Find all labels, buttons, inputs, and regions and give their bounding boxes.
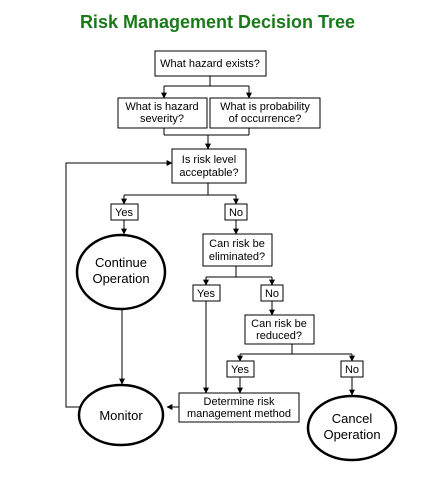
connector-merge-acceptable [163, 128, 250, 136]
node-determine: Determine risk management method [178, 392, 300, 423]
node-eliminate-line2: eliminated? [209, 251, 265, 263]
node-determine-line2: management method [187, 408, 291, 420]
connector-reduce-split [240, 344, 352, 355]
node-yes2: Yes [192, 284, 221, 302]
node-no2-label: No [265, 288, 279, 300]
node-severity-line1: What is hazard [125, 101, 198, 113]
diagram-title: Risk Management Decision Tree [79, 12, 356, 32]
connector-eliminate-split [206, 266, 272, 278]
connector-hazard-split [164, 76, 249, 87]
node-probability: What is probability of occurrence? [209, 97, 321, 129]
node-no2: No [260, 284, 284, 302]
node-continue: Continue Operation [75, 233, 167, 311]
node-cancel-line1: Cancel [332, 411, 373, 426]
node-severity: What is hazard severity? [117, 97, 208, 129]
node-monitor: Monitor [77, 383, 165, 447]
node-no1-label: No [229, 207, 243, 219]
connector-acceptable-split [124, 183, 236, 196]
node-cancel: Cancel Operation [306, 394, 398, 462]
node-yes3-label: Yes [231, 364, 249, 376]
node-cancel-line2: Operation [323, 427, 380, 442]
node-monitor-label: Monitor [99, 408, 143, 423]
node-no3-label: No [345, 364, 359, 376]
node-yes1: Yes [110, 203, 139, 221]
node-continue-line2: Operation [92, 271, 149, 286]
feedback-loop [65, 160, 173, 408]
node-acceptable-line2: acceptable? [179, 167, 238, 179]
node-severity-line2: severity? [140, 113, 184, 125]
node-reduce-line2: reduced? [256, 330, 302, 342]
node-yes1-label: Yes [115, 207, 133, 219]
node-acceptable-line1: Is risk level [182, 154, 236, 166]
node-probability-line1: What is probability [220, 101, 310, 113]
node-hazard-label: What hazard exists? [160, 58, 260, 70]
node-reduce-line1: Can risk be [251, 318, 307, 330]
node-yes2-label: Yes [197, 288, 215, 300]
node-no1: No [224, 203, 248, 221]
node-probability-line2: of occurrence? [229, 113, 302, 125]
node-hazard: What hazard exists? [154, 50, 267, 77]
node-eliminate-line1: Can risk be [209, 238, 265, 250]
node-acceptable: Is risk level acceptable? [171, 148, 247, 184]
node-reduce: Can risk be reduced? [244, 314, 315, 345]
node-eliminate: Can risk be eliminated? [202, 233, 273, 267]
node-no3: No [340, 360, 364, 378]
node-continue-line1: Continue [95, 255, 147, 270]
node-determine-line1: Determine risk [204, 396, 275, 408]
node-yes3: Yes [226, 360, 255, 378]
